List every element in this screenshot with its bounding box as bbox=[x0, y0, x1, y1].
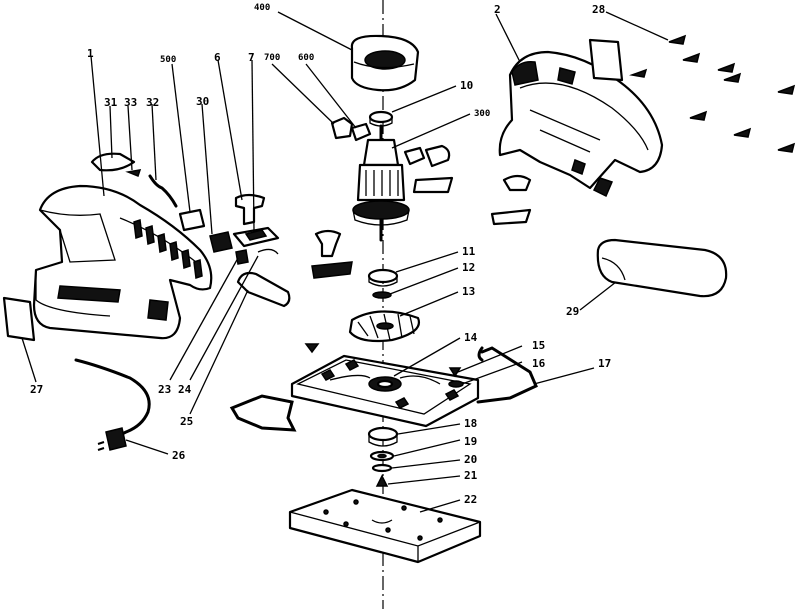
label-28: 28 bbox=[592, 3, 606, 16]
part-brush-right bbox=[403, 144, 454, 194]
part-screw-plate-left bbox=[304, 343, 320, 354]
part-12-washer bbox=[372, 291, 392, 299]
label-23: 23 bbox=[158, 383, 172, 396]
part-pad-connector-left bbox=[311, 229, 353, 279]
label-19: 19 bbox=[464, 435, 478, 448]
part-31-cover bbox=[90, 152, 136, 172]
label-22: 22 bbox=[464, 493, 478, 506]
label-17: 17 bbox=[598, 357, 612, 370]
label-21: 21 bbox=[464, 469, 478, 482]
label-6: 6 bbox=[214, 51, 221, 64]
label-700: 700 bbox=[264, 53, 281, 63]
part-label-plate bbox=[588, 38, 624, 82]
part-11-bearing bbox=[367, 268, 399, 287]
part-7-plate bbox=[232, 226, 280, 248]
label-11: 11 bbox=[462, 245, 476, 258]
part-20-washer bbox=[371, 463, 393, 473]
leader-lines bbox=[21, 11, 669, 513]
label-32: 32 bbox=[146, 96, 160, 109]
label-7: 7 bbox=[248, 51, 255, 64]
label-1: 1 bbox=[87, 47, 94, 60]
label-29: 29 bbox=[566, 305, 580, 318]
part-27-plate bbox=[2, 296, 36, 342]
label-27: 27 bbox=[30, 383, 44, 396]
label-500: 500 bbox=[160, 55, 177, 65]
label-10: 10 bbox=[460, 79, 474, 92]
part-14-base-plate bbox=[290, 354, 480, 428]
part-26-power-cord bbox=[74, 358, 151, 451]
part-1-housing-left bbox=[32, 184, 213, 340]
label-13: 13 bbox=[462, 285, 476, 298]
label-2: 2 bbox=[494, 3, 501, 16]
label-26: 26 bbox=[172, 449, 186, 462]
part-32-spring bbox=[148, 174, 178, 208]
label-600: 600 bbox=[298, 53, 315, 63]
part-700-brush bbox=[330, 116, 354, 140]
label-18: 18 bbox=[464, 417, 478, 430]
part-300-armature bbox=[352, 124, 410, 242]
part-24-clip bbox=[257, 248, 279, 255]
part-2-housing-right bbox=[498, 50, 664, 198]
part-6-knob bbox=[234, 193, 266, 226]
label-400: 400 bbox=[254, 3, 271, 13]
part-clip-right-upper bbox=[490, 174, 532, 226]
label-16: 16 bbox=[532, 357, 546, 370]
label-31: 31 bbox=[104, 96, 118, 109]
label-30: 30 bbox=[196, 95, 210, 108]
label-14: 14 bbox=[464, 331, 478, 344]
part-28-screws bbox=[629, 34, 796, 153]
part-22-sanding-pad bbox=[288, 488, 482, 564]
part-500-switch bbox=[178, 208, 206, 232]
part-29-dust-bag bbox=[596, 238, 728, 298]
part-15-screw bbox=[448, 367, 462, 378]
part-30-block bbox=[209, 231, 233, 253]
part-16-washer bbox=[448, 380, 464, 388]
part-10-bearing bbox=[368, 110, 394, 127]
part-400-fan-housing bbox=[350, 34, 420, 92]
label-24: 24 bbox=[178, 383, 192, 396]
label-20: 20 bbox=[464, 453, 478, 466]
part-clamp-left bbox=[229, 394, 297, 432]
part-21-screw bbox=[375, 474, 389, 487]
label-12: 12 bbox=[462, 261, 476, 274]
part-25-cord-guard bbox=[236, 271, 291, 308]
label-33: 33 bbox=[124, 96, 138, 109]
part-17-clamp bbox=[476, 346, 538, 404]
label-15: 15 bbox=[532, 339, 546, 352]
part-33-pin bbox=[125, 169, 142, 177]
part-23-bushing bbox=[235, 249, 249, 265]
part-18-bearing bbox=[367, 426, 399, 447]
part-600-brush-holder bbox=[350, 122, 372, 142]
part-13-fan bbox=[348, 310, 421, 343]
label-300: 300 bbox=[474, 109, 491, 119]
label-25: 25 bbox=[180, 415, 194, 428]
part-19-washer bbox=[369, 450, 395, 462]
